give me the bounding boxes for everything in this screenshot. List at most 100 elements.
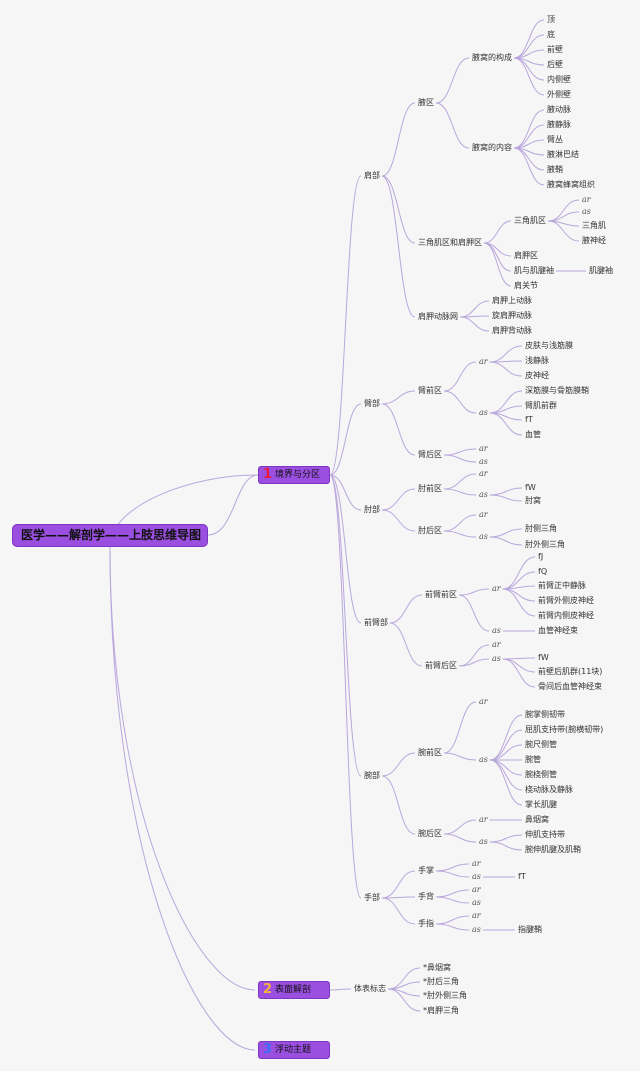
mindmap-node-n73[interactable]: 腕前区: [418, 748, 442, 757]
mindmap-node-n49[interactable]: fW: [525, 483, 536, 492]
mindmap-node-n33[interactable]: ar: [479, 357, 488, 366]
mindmap-node-n75[interactable]: as: [479, 755, 488, 764]
mindmap-node-n72[interactable]: 腕部: [364, 771, 380, 780]
mindmap-node-n32[interactable]: 臂前区: [418, 386, 442, 395]
mindmap-node-n38[interactable]: 深筋膜与骨筋膜鞘: [525, 386, 589, 395]
mindmap-node-n39[interactable]: 臂肌前群: [525, 401, 557, 410]
mindmap-node-n14[interactable]: 腋淋巴结: [547, 150, 579, 159]
mindmap-node-n22[interactable]: 腋神经: [582, 236, 606, 245]
mindmap-node-n12[interactable]: 腋静脉: [547, 120, 571, 129]
mindmap-node-n11[interactable]: 腋动脉: [547, 105, 571, 114]
mindmap-node-n03[interactable]: 腋窝的构成: [472, 53, 512, 62]
mindmap-node-n90[interactable]: 手掌: [418, 866, 434, 875]
mindmap-node-n02[interactable]: 腋区: [418, 98, 434, 107]
mindmap-node-n31[interactable]: 臂部: [364, 399, 380, 408]
mindmap-node-n47[interactable]: ar: [479, 469, 488, 478]
mindmap-node-n53[interactable]: as: [479, 532, 488, 541]
mindmap-node-n48[interactable]: as: [479, 490, 488, 499]
mindmap-node-n50[interactable]: 肘窝: [525, 496, 541, 505]
mindmap-node-n28[interactable]: 肩胛上动脉: [492, 296, 532, 305]
mindmap-node-n67[interactable]: ar: [492, 640, 501, 649]
mindmap-node-n92[interactable]: as: [472, 872, 481, 881]
mindmap-node-n24[interactable]: 肌与肌腱袖: [514, 266, 554, 275]
mindmap-node-n97[interactable]: 手指: [418, 919, 434, 928]
mindmap-node-n43[interactable]: ar: [479, 444, 488, 453]
mindmap-node-n96[interactable]: as: [472, 898, 481, 907]
mindmap-node-n15[interactable]: 腋鞘: [547, 165, 563, 174]
mindmap-node-n91[interactable]: ar: [472, 859, 481, 868]
mindmap-node-n52[interactable]: ar: [479, 510, 488, 519]
mindmap-node-n25[interactable]: 肌腱袖: [589, 266, 613, 275]
mindmap-node-n59[interactable]: fJ: [538, 552, 544, 561]
mindmap-node-n60[interactable]: fQ: [538, 567, 548, 576]
mindmap-node-n80[interactable]: 腕桡侧管: [525, 770, 557, 779]
mindmap-node-n63[interactable]: 前臂内侧皮神经: [538, 611, 594, 620]
mindmap-node-n21[interactable]: 三角肌: [582, 221, 606, 230]
mindmap-node-n78[interactable]: 腕尺侧管: [525, 740, 557, 749]
mindmap-node-n17[interactable]: 三角肌区和肩胛区: [418, 238, 482, 247]
mindmap-node-n19[interactable]: ar: [582, 195, 591, 204]
mindmap-node-n37[interactable]: as: [479, 408, 488, 417]
mindmap-node-n10[interactable]: 腋窝的内容: [472, 143, 512, 152]
mindmap-node-n27[interactable]: 肩胛动脉网: [418, 312, 458, 321]
mindmap-node-n51[interactable]: 肘后区: [418, 526, 442, 535]
mindmap-node-n69[interactable]: fW: [538, 653, 549, 662]
mindmap-node-n105[interactable]: *肩胛三角: [423, 1006, 459, 1015]
mindmap-node-n20[interactable]: as: [582, 207, 591, 216]
mindmap-node-n45[interactable]: 肘部: [364, 505, 380, 514]
mindmap-node-n70[interactable]: 前壁后肌群(11块): [538, 667, 603, 676]
mindmap-node-n09[interactable]: 外侧壁: [547, 90, 571, 99]
mindmap-node-n98[interactable]: ar: [472, 911, 481, 920]
mindmap-node-n82[interactable]: 掌长肌腱: [525, 800, 557, 809]
mindmap-node-n76[interactable]: 腕掌侧韧带: [525, 710, 565, 719]
mindmap-node-n74[interactable]: ar: [479, 697, 488, 706]
mindmap-node-n101[interactable]: 体表标志: [354, 984, 386, 993]
mindmap-node-n84[interactable]: ar: [479, 815, 488, 824]
mindmap-node-n81[interactable]: 桡动脉及静脉: [525, 785, 573, 794]
mindmap-node-n71[interactable]: 骨间后血管神经束: [538, 682, 602, 691]
mindmap-node-n29[interactable]: 旋肩胛动脉: [492, 311, 532, 320]
mindmap-node-n01[interactable]: 肩部: [364, 171, 380, 180]
mindmap-node-n40[interactable]: fT: [525, 415, 533, 424]
mindmap-node-n56[interactable]: 前臂部: [364, 618, 388, 627]
mindmap-node-n77[interactable]: 屈肌支持带(腕横韧带): [525, 725, 604, 734]
mindmap-node-n35[interactable]: 浅静脉: [525, 356, 549, 365]
mindmap-node-n68[interactable]: as: [492, 654, 501, 663]
mindmap-node-n08[interactable]: 内侧壁: [547, 75, 571, 84]
mindmap-node-n57[interactable]: 前臂前区: [425, 590, 457, 599]
mindmap-node-n13[interactable]: 臂丛: [547, 135, 563, 144]
mindmap-node-n89[interactable]: 手部: [364, 893, 380, 902]
mindmap-node-n65[interactable]: 血管神经束: [538, 626, 578, 635]
mindmap-node-n85[interactable]: 鼻烟窝: [525, 815, 549, 824]
mindmap-node-n103[interactable]: *肘后三角: [423, 977, 459, 986]
mindmap-node-n18[interactable]: 三角肌区: [514, 216, 546, 225]
mindmap-node-n87[interactable]: 伸肌支持带: [525, 830, 565, 839]
mindmap-node-n26[interactable]: 肩关节: [514, 281, 538, 290]
mindmap-node-n41[interactable]: 血管: [525, 430, 541, 439]
mindmap-node-n04[interactable]: 顶: [547, 15, 555, 24]
mindmap-node-n104[interactable]: *肘外侧三角: [423, 991, 467, 1000]
mindmap-node-n30[interactable]: 肩胛背动脉: [492, 326, 532, 335]
mindmap-node-n83[interactable]: 腕后区: [418, 829, 442, 838]
mindmap-node-n102[interactable]: *鼻烟窝: [423, 963, 451, 972]
mindmap-node-n55[interactable]: 肘外侧三角: [525, 540, 565, 549]
mindmap-node-n62[interactable]: 前臂外侧皮神经: [538, 596, 594, 605]
mindmap-node-n100[interactable]: 指腱鞘: [518, 925, 542, 934]
mindmap-node-n54[interactable]: 肘侧三角: [525, 524, 557, 533]
mindmap-node-n79[interactable]: 腕管: [525, 755, 541, 764]
mindmap-node-n99[interactable]: as: [472, 925, 481, 934]
root-topic[interactable]: 医学——解剖学——上肢思维导图: [12, 524, 208, 547]
mindmap-node-n64[interactable]: as: [492, 626, 501, 635]
mindmap-node-n94[interactable]: 手背: [418, 892, 434, 901]
mindmap-node-n23[interactable]: 肩胛区: [514, 251, 538, 260]
mindmap-node-n42[interactable]: 臂后区: [418, 450, 442, 459]
mindmap-node-n93[interactable]: fT: [518, 872, 526, 881]
mindmap-node-n44[interactable]: as: [479, 457, 488, 466]
mindmap-node-n36[interactable]: 皮神经: [525, 371, 549, 380]
mindmap-node-n86[interactable]: as: [479, 837, 488, 846]
mindmap-node-n16[interactable]: 腋窝蜂窝组织: [547, 180, 595, 189]
mindmap-node-n46[interactable]: 肘前区: [418, 484, 442, 493]
mindmap-node-n95[interactable]: ar: [472, 885, 481, 894]
